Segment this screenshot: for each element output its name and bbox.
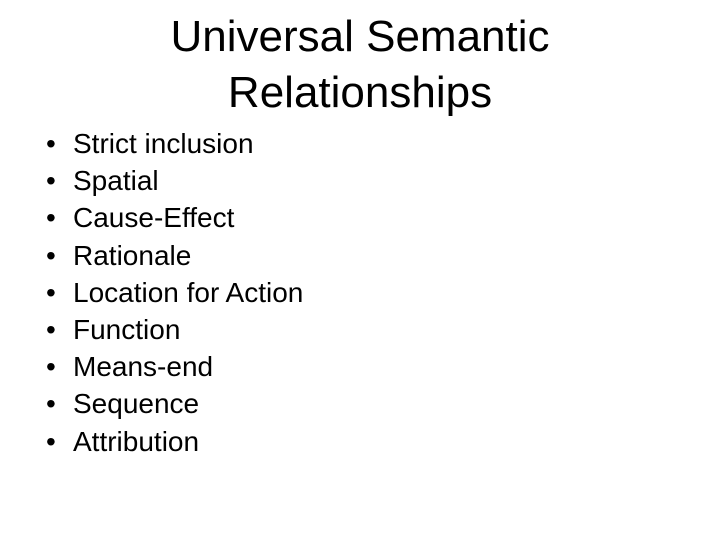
bullet-icon: •	[46, 425, 56, 457]
list-item: • Means-end	[46, 348, 303, 385]
bullet-icon: •	[46, 165, 56, 197]
bullet-icon: •	[46, 202, 56, 234]
bullet-list: • Strict inclusion • Spatial • Cause-Eff…	[46, 125, 303, 460]
list-item: • Sequence	[46, 385, 303, 422]
list-item: • Function	[46, 311, 303, 348]
bullet-icon: •	[46, 388, 56, 420]
list-item: • Strict inclusion	[46, 125, 303, 162]
list-item-label: Rationale	[73, 239, 192, 271]
list-item: • Location for Action	[46, 274, 303, 311]
bullet-icon: •	[46, 276, 56, 308]
list-item-label: Function	[73, 314, 181, 346]
bullet-icon: •	[46, 128, 56, 159]
bullet-icon: •	[46, 314, 56, 346]
list-item-label: Attribution	[73, 425, 200, 457]
list-item-label: Strict inclusion	[73, 128, 254, 159]
list-item-label: Location for Action	[73, 276, 304, 308]
list-item: • Rationale	[46, 237, 303, 274]
bullet-icon: •	[46, 351, 56, 383]
bullet-icon: •	[46, 239, 56, 271]
list-item: • Cause-Effect	[46, 199, 303, 236]
list-item-label: Cause-Effect	[73, 202, 235, 234]
list-item-label: Means-end	[73, 351, 214, 383]
list-item: • Attribution	[46, 423, 303, 460]
list-item-label: Sequence	[73, 388, 200, 420]
list-item-label: Spatial	[73, 165, 159, 197]
list-item: • Spatial	[46, 162, 303, 199]
slide-title: Universal Semantic Relationships	[170, 12, 550, 117]
